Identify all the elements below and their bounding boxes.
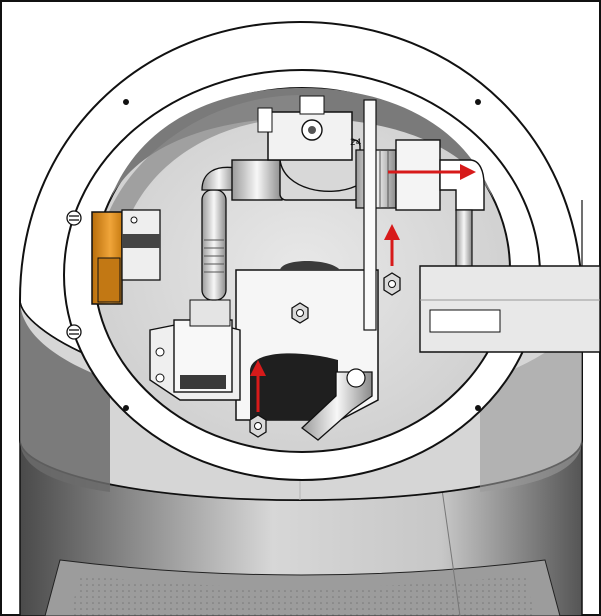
rim-hole <box>123 99 129 105</box>
screw-icon <box>66 324 82 340</box>
valve-label: 24 <box>350 138 362 148</box>
lower-left-bracket <box>149 299 241 401</box>
red-arrow-icon <box>250 360 266 412</box>
dark-cavity <box>250 353 338 420</box>
solenoid-valve: 24 <box>231 95 485 331</box>
elbow-fitting <box>300 368 373 441</box>
amber-sensor-block <box>91 209 161 305</box>
rim-hole <box>475 405 481 411</box>
rim-hole <box>475 99 481 105</box>
rim-hole <box>123 405 129 411</box>
left-screws <box>66 210 82 340</box>
right-rail <box>419 200 601 353</box>
hex-nut-icon <box>249 414 267 438</box>
rim-holes <box>123 99 481 411</box>
screw-icon <box>66 210 82 226</box>
hex-nut-icon <box>383 272 401 296</box>
red-arrow-icon <box>388 164 476 180</box>
hex-nut-icon <box>291 302 309 324</box>
red-arrow-icon <box>384 224 400 266</box>
corrugated-hose <box>201 166 237 301</box>
